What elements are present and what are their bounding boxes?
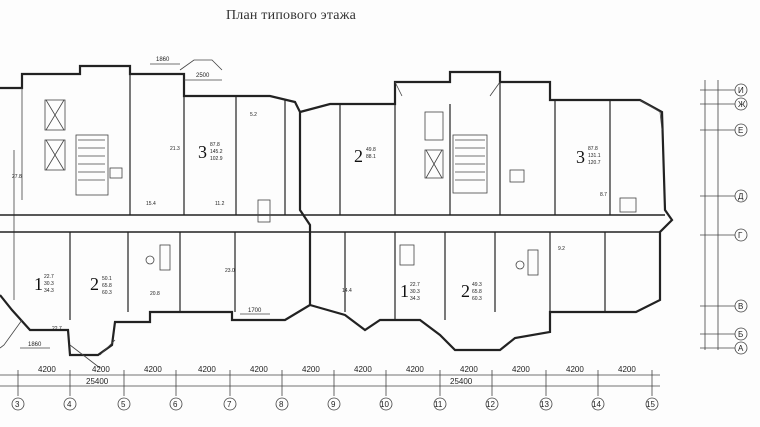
svg-text:Г: Г (738, 231, 743, 240)
top-dimensions: 1860 2500 (150, 57, 222, 81)
svg-text:10: 10 (380, 400, 389, 409)
mid-dimensions: 1700 1860 (20, 308, 270, 349)
svg-text:11.2: 11.2 (215, 201, 225, 207)
svg-text:9: 9 (331, 400, 336, 409)
svg-text:30.3: 30.3 (410, 289, 420, 295)
apt-number-2-left: 2 (90, 274, 99, 294)
svg-text:49.3: 49.3 (472, 282, 482, 288)
apt-number-1-left: 1 (34, 274, 43, 294)
svg-text:Е: Е (738, 126, 743, 135)
right-axis: И Ж Е Д Г В Б А (700, 80, 748, 355)
svg-text:30.3: 30.3 (44, 281, 54, 287)
svg-text:25400: 25400 (86, 377, 109, 386)
svg-text:5: 5 (121, 400, 126, 409)
svg-text:15.4: 15.4 (146, 201, 156, 207)
svg-text:60.3: 60.3 (102, 290, 112, 296)
svg-text:14.4: 14.4 (342, 288, 352, 294)
svg-text:4200: 4200 (92, 365, 110, 374)
svg-text:65.8: 65.8 (472, 289, 482, 295)
svg-text:131.1: 131.1 (588, 153, 601, 159)
svg-text:65.8: 65.8 (102, 283, 112, 289)
plan-title: План типового этажа (226, 8, 357, 23)
svg-text:Д: Д (738, 192, 744, 201)
svg-text:Ж: Ж (738, 100, 746, 109)
apt-number-3-left: 3 (198, 142, 207, 162)
area-stack-apt-3-right: 87.8 131.1 120.7 (588, 146, 601, 166)
svg-text:27.8: 27.8 (12, 174, 22, 180)
svg-text:6: 6 (173, 400, 178, 409)
svg-text:22.7: 22.7 (44, 274, 54, 280)
left-wing (0, 59, 312, 369)
svg-text:13: 13 (540, 400, 549, 409)
area-stack-apt-3-left: 87.8 145.2 102.9 (210, 142, 223, 162)
svg-text:4200: 4200 (566, 365, 584, 374)
svg-text:4200: 4200 (618, 365, 636, 374)
svg-text:49.8: 49.8 (366, 147, 376, 153)
svg-text:4200: 4200 (38, 365, 56, 374)
svg-text:22.7: 22.7 (52, 326, 62, 332)
svg-text:4200: 4200 (460, 365, 478, 374)
svg-text:102.9: 102.9 (210, 156, 223, 162)
svg-text:15: 15 (646, 400, 655, 409)
svg-text:5.2: 5.2 (250, 112, 257, 118)
svg-text:34.3: 34.3 (44, 288, 54, 294)
svg-text:87.8: 87.8 (210, 142, 220, 148)
svg-text:12: 12 (486, 400, 495, 409)
apt-number-3-right: 3 (576, 147, 585, 167)
svg-text:1860: 1860 (28, 342, 42, 348)
svg-text:14: 14 (592, 400, 601, 409)
apt-number-2-center: 2 (354, 146, 363, 166)
svg-text:25400: 25400 (450, 377, 473, 386)
svg-text:Б: Б (738, 330, 743, 339)
room-sub-values: 27.8 22.7 23.0 5.2 21.3 20.8 11.2 15.4 1… (12, 112, 607, 332)
svg-text:4: 4 (67, 400, 72, 409)
svg-text:120.7: 120.7 (588, 160, 601, 166)
svg-text:9.2: 9.2 (558, 246, 565, 252)
svg-text:21.3: 21.3 (170, 146, 180, 152)
area-stack-apt-1-left: 22.7 30.3 34.3 (44, 274, 54, 294)
svg-text:4200: 4200 (406, 365, 424, 374)
svg-text:1860: 1860 (156, 57, 170, 63)
svg-text:И: И (738, 86, 744, 95)
svg-text:2500: 2500 (196, 73, 210, 79)
apt-number-2-right: 2 (461, 281, 470, 301)
bottom-axis: 4200 4200 4200 4200 4200 4200 4200 4200 … (0, 365, 660, 411)
svg-text:7: 7 (227, 400, 232, 409)
column-markers: 3 4 5 6 7 8 9 10 11 12 13 14 15 (11, 397, 659, 411)
svg-text:8: 8 (279, 400, 284, 409)
svg-text:22.7: 22.7 (410, 282, 420, 288)
svg-text:1700: 1700 (248, 308, 262, 314)
apt-number-1-right: 1 (400, 281, 409, 301)
svg-text:4200: 4200 (354, 365, 372, 374)
area-stack-apt-2-center: 49.8 88.1 (366, 147, 376, 160)
svg-text:А: А (738, 344, 744, 353)
svg-text:4200: 4200 (512, 365, 530, 374)
svg-text:145.2: 145.2 (210, 149, 223, 155)
svg-text:23.0: 23.0 (225, 268, 235, 274)
svg-text:11: 11 (434, 400, 443, 409)
svg-text:4200: 4200 (198, 365, 216, 374)
area-stack-apt-2-left: 50.1 65.8 60.3 (102, 276, 112, 296)
svg-text:4200: 4200 (144, 365, 162, 374)
right-wing (299, 70, 674, 352)
row-markers: И Ж Е Д Г В Б А (734, 83, 748, 355)
area-stack-apt-2-right: 49.3 65.8 60.3 (472, 282, 482, 302)
svg-text:В: В (738, 302, 743, 311)
svg-text:20.8: 20.8 (150, 291, 160, 297)
svg-text:3: 3 (15, 400, 20, 409)
svg-text:34.3: 34.3 (410, 296, 420, 302)
svg-text:88.1: 88.1 (366, 154, 376, 160)
svg-text:8.7: 8.7 (600, 192, 607, 198)
svg-text:87.8: 87.8 (588, 146, 598, 152)
area-stack-apt-1-right: 22.7 30.3 34.3 (410, 282, 420, 302)
svg-text:4200: 4200 (302, 365, 320, 374)
svg-text:50.1: 50.1 (102, 276, 112, 282)
svg-text:4200: 4200 (250, 365, 268, 374)
svg-text:60.3: 60.3 (472, 296, 482, 302)
